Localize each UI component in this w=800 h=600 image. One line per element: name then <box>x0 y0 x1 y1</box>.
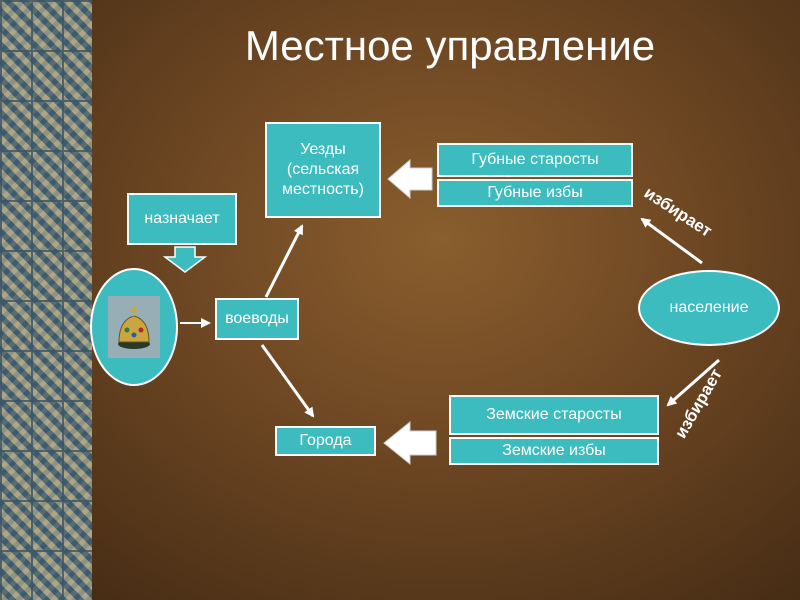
arrow-naselenie-to-zemskie <box>666 358 720 407</box>
node-gubnye-izby-label: Губные избы <box>487 184 583 201</box>
node-gubnye-starosty-label: Губные старосты <box>471 151 599 168</box>
node-zemskie-izby-label: Земские избы <box>502 442 606 459</box>
node-uezdy-label: Уезды (сельская местность) <box>282 141 364 198</box>
node-voevody: воеводы <box>215 298 299 340</box>
page-title: Местное управление <box>244 22 656 69</box>
node-zemskie-starosty: Земские старосты <box>449 395 659 435</box>
decorative-tile-grid <box>0 0 92 600</box>
node-tsar <box>90 268 178 386</box>
arrow-naselenie-to-gubnye <box>640 217 703 265</box>
node-voevody-label: воеводы <box>225 310 289 327</box>
node-gubnye-izby: Губные избы <box>437 179 633 207</box>
node-naznachaet-label: назначает <box>144 210 220 227</box>
crown-icon <box>108 296 160 358</box>
block-arrow-gubnye-to-uezdy <box>387 158 433 200</box>
arrow-voevody-to-uezdy <box>264 224 304 298</box>
arrow-voevody-to-goroda <box>260 344 315 418</box>
node-zemskie-izby: Земские избы <box>449 437 659 465</box>
node-naselenie: население <box>638 270 780 346</box>
node-zemskie-starosty-label: Земские старосты <box>486 406 622 423</box>
block-arrow-naznachaet-down <box>162 246 208 273</box>
node-gubnye-starosty: Губные старосты <box>437 143 633 177</box>
block-arrow-zemskie-to-goroda <box>383 420 437 466</box>
node-goroda: Города <box>275 426 376 456</box>
node-naznachaet: назначает <box>127 193 237 245</box>
node-naselenie-label: население <box>669 299 749 316</box>
node-goroda-label: Города <box>299 432 352 449</box>
node-uezdy: Уезды (сельская местность) <box>265 122 381 218</box>
